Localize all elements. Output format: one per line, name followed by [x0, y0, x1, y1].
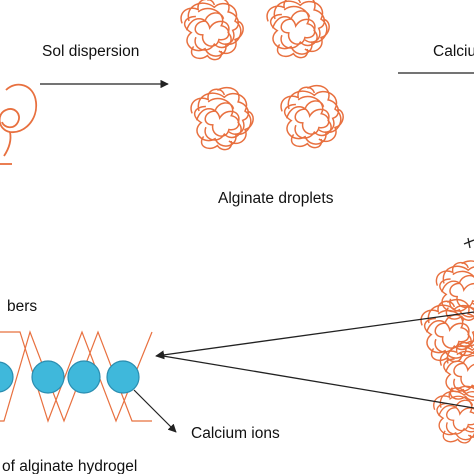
calcium-ion	[31, 360, 65, 394]
fibers-label: bers	[7, 298, 37, 315]
zoom-arrow-upper	[155, 311, 474, 360]
alginate-droplets-group	[180, 0, 344, 151]
calcium-ion	[67, 360, 101, 394]
egg-box-model	[0, 330, 153, 423]
alginate-droplet	[180, 0, 244, 61]
calcium-ions-pointer	[133, 389, 177, 433]
alginate-chain-lower	[0, 330, 152, 423]
alginate-droplet	[266, 0, 330, 59]
arrow-tip-fragment	[463, 237, 474, 249]
zoom-arrow-lower	[162, 355, 474, 409]
calcium-ion	[0, 361, 14, 393]
hydrogel-caption: of alginate hydrogel	[2, 458, 137, 474]
alginate-droplet	[190, 86, 254, 151]
crosslinked-cluster	[420, 260, 474, 444]
sol-dispersion-label: Sol dispersion	[42, 43, 139, 60]
calcium-ions-label: Calcium ions	[191, 425, 280, 442]
alginate-chain-upper	[0, 330, 153, 423]
alginate-droplet	[280, 84, 344, 149]
calcium-step-label: Calciu	[433, 43, 474, 60]
single-alginate-chain	[0, 83, 37, 165]
alginate-droplets-label: Alginate droplets	[218, 190, 334, 207]
calcium-ion	[106, 360, 140, 394]
